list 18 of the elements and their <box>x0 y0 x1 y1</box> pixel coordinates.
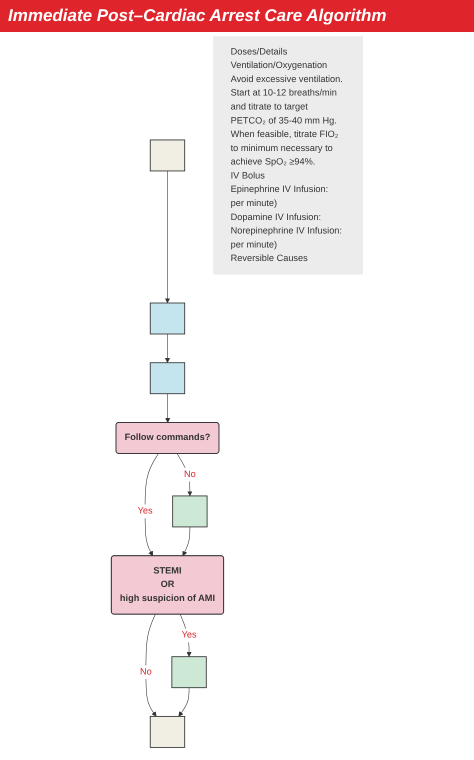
arrow <box>144 453 159 556</box>
edge-label: No <box>140 667 152 677</box>
node-box <box>172 496 208 528</box>
title-banner: Immediate Post–Cardiac Arrest Care Algorithm <box>0 0 474 32</box>
node-box <box>150 362 186 394</box>
arrow <box>146 614 156 717</box>
node-box <box>150 140 186 172</box>
edge-label: No <box>184 470 196 480</box>
node-box <box>171 656 207 688</box>
node-box <box>150 716 186 748</box>
arrow <box>182 526 190 556</box>
arrow <box>164 334 170 363</box>
arrow <box>178 687 190 717</box>
edge-label: Yes <box>182 630 197 640</box>
node-box <box>150 302 186 334</box>
arrow <box>165 393 170 423</box>
arrow <box>164 170 170 304</box>
edge-label: Yes <box>138 506 153 516</box>
